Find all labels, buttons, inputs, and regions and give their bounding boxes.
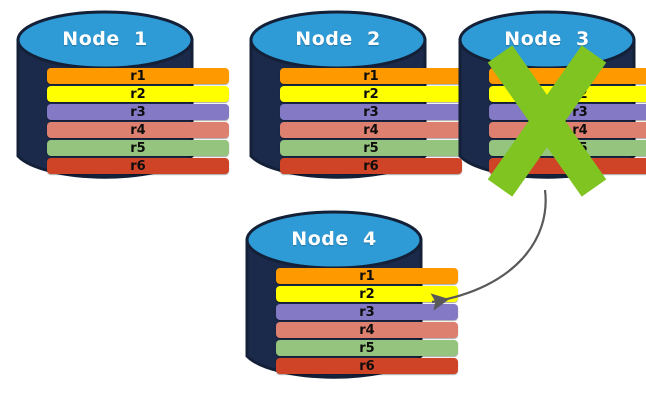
row-label: r2 [363, 86, 379, 102]
data-row[interactable]: r6 [280, 158, 462, 174]
data-row[interactable]: r5 [280, 140, 462, 156]
data-row[interactable]: r6 [47, 158, 229, 174]
row-label: r1 [130, 68, 146, 84]
node-node4[interactable]: Node 4 r1 r2 r3 r4 r5 r6 [243, 206, 458, 390]
row-label: r4 [572, 122, 588, 138]
row-label: r4 [363, 122, 379, 138]
data-row[interactable]: r3 [47, 104, 229, 120]
row-label: r6 [572, 158, 588, 174]
data-row[interactable]: r6 [276, 358, 458, 374]
data-row[interactable]: r4 [47, 122, 229, 138]
data-row[interactable]: r2 [47, 86, 229, 102]
data-row[interactable]: r1 [489, 68, 646, 84]
row-label: r2 [130, 86, 146, 102]
node-node2[interactable]: Node 2 r1 r2 r3 r4 r5 r6 [247, 6, 462, 190]
data-row[interactable]: r5 [276, 340, 458, 356]
data-row[interactable]: r2 [489, 86, 646, 102]
row-label: r5 [359, 340, 375, 356]
row-label: r2 [359, 286, 375, 302]
row-label: r1 [572, 68, 588, 84]
data-row[interactable]: r6 [489, 158, 646, 174]
row-label: r2 [572, 86, 588, 102]
row-list: r1 r2 r3 r4 r5 r6 [14, 68, 262, 174]
node-node3[interactable]: Node 3 r1 r2 r3 r4 r5 r6 [456, 6, 646, 197]
row-list: r1 r2 r3 r4 r5 r6 [243, 268, 491, 374]
row-label: r1 [363, 68, 379, 84]
data-row[interactable]: r3 [280, 104, 462, 120]
data-row[interactable]: r1 [47, 68, 229, 84]
data-row[interactable]: r4 [276, 322, 458, 338]
data-row[interactable]: r1 [280, 68, 462, 84]
row-label: r4 [130, 122, 146, 138]
row-list: r1 r2 r3 r4 r5 r6 [247, 68, 495, 174]
data-row[interactable]: r3 [489, 104, 646, 120]
row-label: r6 [130, 158, 146, 174]
data-row[interactable]: r4 [280, 122, 462, 138]
row-label: r5 [572, 140, 588, 156]
row-label: r6 [359, 358, 375, 374]
data-row[interactable]: r1 [276, 268, 458, 284]
row-label: r3 [363, 104, 379, 120]
row-label: r5 [363, 140, 379, 156]
row-list: r1 r2 r3 r4 r5 r6 [456, 68, 646, 174]
row-label: r3 [359, 304, 375, 320]
row-label: r3 [130, 104, 146, 120]
row-label: r5 [130, 140, 146, 156]
data-row[interactable]: r2 [276, 286, 458, 302]
row-label: r6 [363, 158, 379, 174]
row-label: r4 [359, 322, 375, 338]
data-row[interactable]: r4 [489, 122, 646, 138]
data-row[interactable]: r5 [47, 140, 229, 156]
row-label: r1 [359, 268, 375, 284]
data-row[interactable]: r5 [489, 140, 646, 156]
node-node1[interactable]: Node 1 r1 r2 r3 r4 r5 r6 [14, 6, 229, 190]
data-row[interactable]: r3 [276, 304, 458, 320]
row-label: r3 [572, 104, 588, 120]
data-row[interactable]: r2 [280, 86, 462, 102]
